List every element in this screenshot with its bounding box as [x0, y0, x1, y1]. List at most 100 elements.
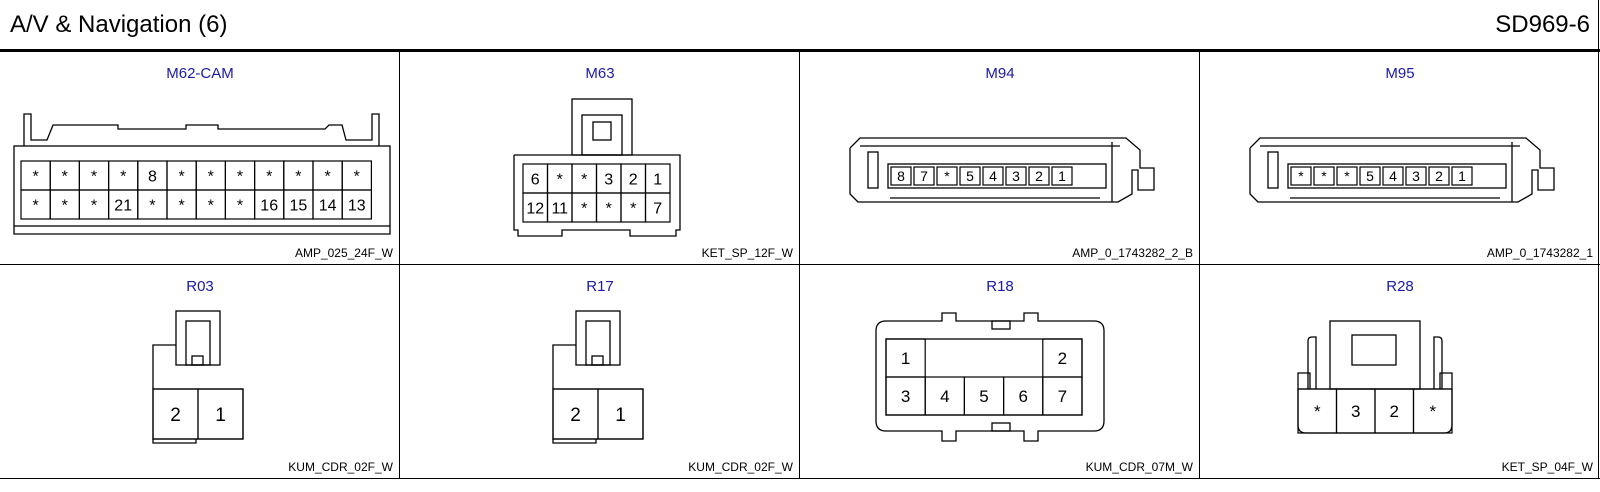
pin-cavity [936, 166, 958, 186]
latch-outline [1329, 320, 1421, 390]
pin-cavity [1451, 166, 1473, 186]
pin-cavity [644, 192, 671, 223]
latch-outline [23, 113, 380, 146]
part-number: AMP_0_1743282_1 [1486, 246, 1593, 260]
pin-cavity [1042, 376, 1083, 416]
pin-number-label: 1 [615, 405, 626, 426]
page-header: A/V & Navigation (6) SD969-6 [0, 0, 1600, 50]
pin-number-label: 7 [920, 168, 928, 184]
pin-number-label: 3 [1012, 168, 1020, 184]
pin-number-label: 16 [260, 197, 278, 214]
pin-number-label: 2 [1390, 402, 1399, 421]
pin-cavity [959, 166, 981, 186]
housing-outline [513, 154, 681, 237]
pin-cavity [1313, 166, 1335, 186]
diagram-code: SD969-6 [1495, 11, 1590, 38]
pin-cavity [913, 166, 935, 186]
pin-number-label: 7 [1058, 387, 1067, 406]
pin-unused-label: * [208, 197, 214, 214]
pin-unused-label: * [581, 200, 587, 217]
col-divider [399, 51, 400, 479]
housing-top-notch [991, 320, 1011, 330]
pin-cavity [1290, 166, 1312, 186]
part-number: KUM_CDR_07M_W [1085, 460, 1193, 474]
pin-cavity [341, 189, 373, 220]
pin-unused-label: * [91, 168, 97, 185]
pin-number-label: 2 [170, 405, 181, 426]
pin-unused-label: * [32, 197, 38, 214]
pin-cavity [1359, 166, 1381, 186]
pin-number-label: 3 [604, 171, 613, 188]
pin-number-label: 3 [1412, 168, 1420, 184]
housing-outline [1249, 137, 1555, 203]
pin-unused-label: * [62, 168, 68, 185]
latch-outline [575, 310, 621, 366]
part-number: AMP_0_1743282_2_B [1072, 246, 1193, 260]
connector-id: M62-CAM [166, 65, 234, 82]
pin-unused-label: * [295, 168, 301, 185]
pin-number-label: 1 [215, 405, 226, 426]
part-number: KET_SP_12F_W [701, 246, 793, 260]
pin-unused-label: * [606, 200, 612, 217]
pin-number-label: 2 [1035, 168, 1043, 184]
pin-number-label: 6 [531, 171, 540, 188]
latch-inner [581, 114, 623, 156]
pin-cavity [1412, 388, 1453, 434]
pin-unused-label: * [120, 168, 126, 185]
pin-number-label: 15 [290, 197, 308, 214]
right-border [1598, 0, 1599, 479]
pin-number-label: 13 [348, 197, 366, 214]
row-divider [0, 264, 1600, 265]
pin-unused-label: * [149, 197, 155, 214]
latch-window [592, 121, 612, 141]
pin-number-label: 2 [1058, 349, 1067, 368]
pin-unused-label: * [237, 197, 243, 214]
pin-number-label: 1 [653, 171, 662, 188]
part-number: AMP_025_24F_W [294, 246, 393, 260]
pin-cavity [597, 388, 644, 440]
pin-unused-label: * [178, 197, 184, 214]
pin-cavity [1428, 166, 1450, 186]
housing-left-tab [867, 151, 879, 189]
connector-id: R17 [586, 278, 614, 295]
pin-number-label: 1 [1058, 168, 1066, 184]
pin-unused-label: * [1314, 402, 1321, 421]
pin-cavity [982, 166, 1004, 186]
bottom-border [0, 478, 1600, 479]
housing-outline [13, 145, 391, 227]
pin-number-label: 2 [629, 171, 638, 188]
pin-unused-label: * [944, 168, 950, 184]
pin-number-label: 3 [901, 387, 910, 406]
page-title: A/V & Navigation (6) [10, 11, 228, 38]
pin-unused-label: * [630, 200, 636, 217]
pin-cavity [1051, 166, 1073, 186]
pin-cavity [197, 388, 244, 440]
pin-number-label: 5 [1366, 168, 1374, 184]
pin-unused-label: * [1344, 168, 1350, 184]
lower-rail [13, 226, 391, 235]
pin-unused-label: * [91, 197, 97, 214]
connector-id: M63 [585, 65, 615, 82]
pin-number-label: 8 [897, 168, 905, 184]
housing-shoulders [552, 344, 576, 389]
housing-left-tab [1267, 151, 1279, 189]
pin-cavity [890, 166, 912, 186]
pin-cavity [1405, 166, 1427, 186]
right-post [1433, 336, 1443, 389]
pin-number-label: 11 [551, 200, 568, 217]
pin-cavity [1382, 166, 1404, 186]
part-number: KUM_CDR_02F_W [688, 460, 793, 474]
pin-number-label: 21 [114, 197, 132, 214]
